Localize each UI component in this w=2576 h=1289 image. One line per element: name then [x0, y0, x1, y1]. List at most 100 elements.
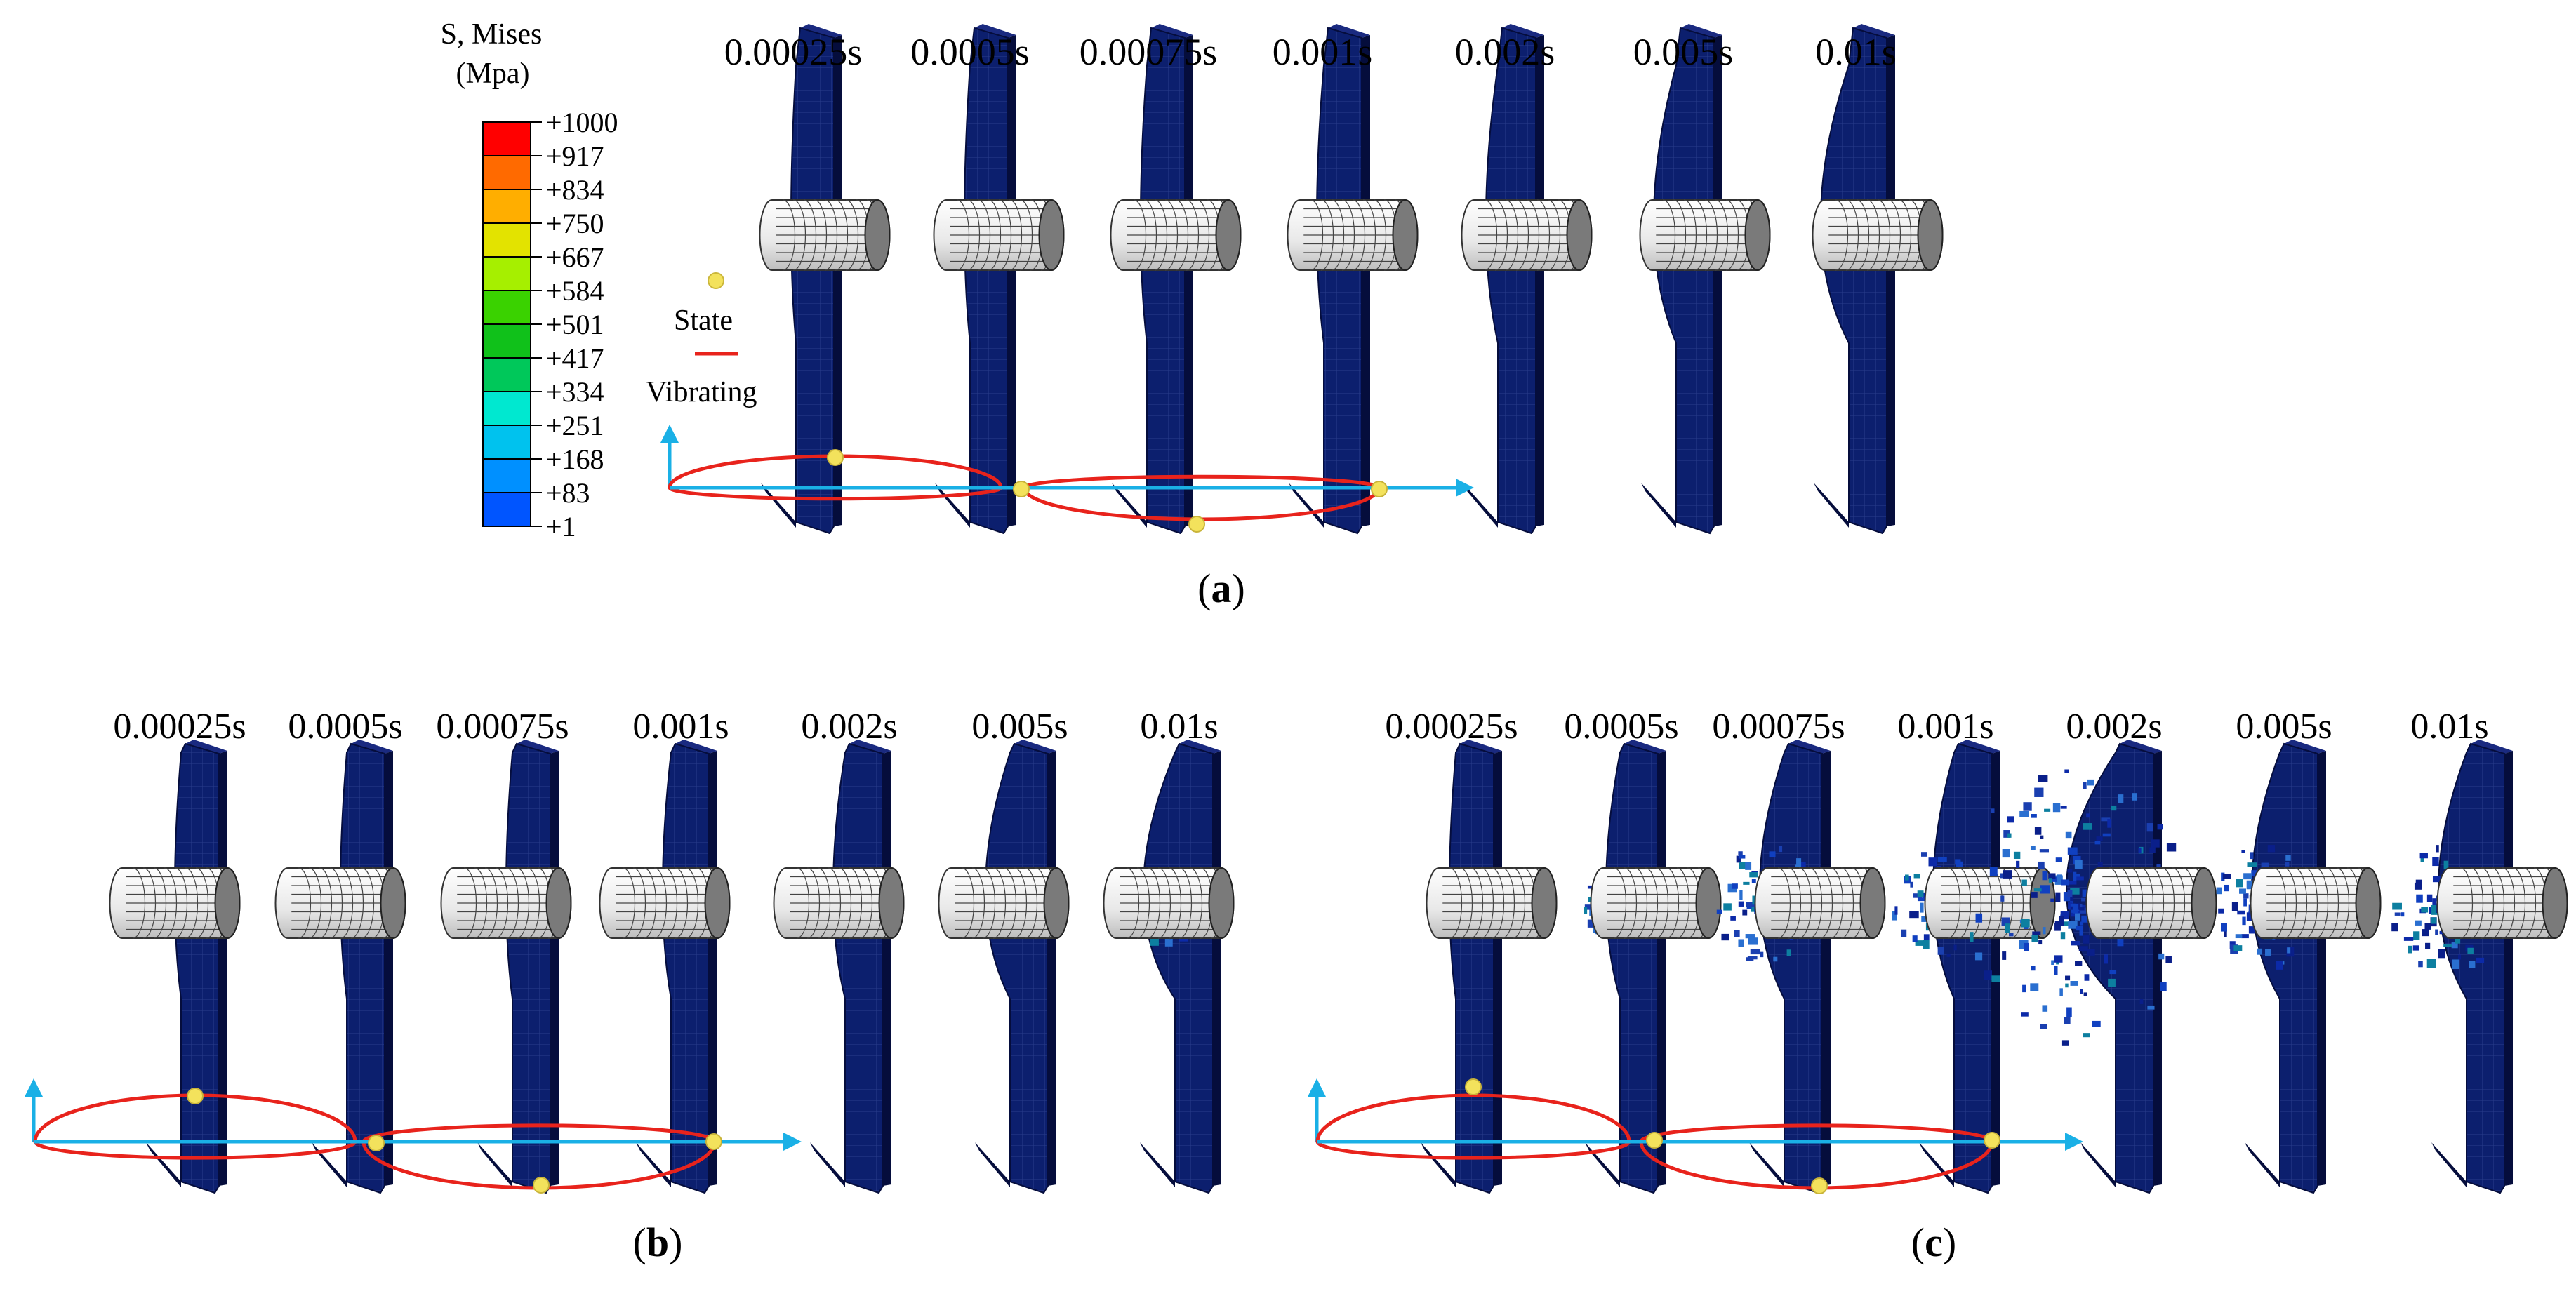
time-label: 0.005s [1633, 31, 1734, 73]
target-plate [1316, 27, 1362, 535]
debris-fragment [2068, 921, 2078, 929]
debris-fragment [2079, 907, 2085, 911]
mesh-ring [1019, 199, 1033, 271]
debris-fragment [2092, 1020, 2101, 1027]
debris-fragment [2111, 805, 2117, 811]
vibration-path-lower-left [668, 486, 1003, 501]
debris-fragment [2068, 881, 2077, 885]
debris-fragment [1892, 911, 1897, 921]
mesh-ring [350, 867, 364, 939]
debris-fragment [2432, 876, 2443, 883]
frame-5: 0.005s [2216, 707, 2382, 1194]
debris-fragment [1937, 947, 1944, 955]
debris-fragment [2013, 851, 2021, 859]
x-arrowhead-icon [2065, 1133, 2083, 1151]
projectile-face [2542, 867, 2568, 939]
mesh-ring [622, 867, 636, 939]
mesh-ring [1331, 199, 1345, 271]
projectile-face [1038, 199, 1065, 271]
plate-top [1624, 740, 1666, 754]
mesh-ring [988, 199, 1002, 271]
time-label: 0.01s [1140, 707, 1218, 747]
projectile-face [1531, 867, 1558, 939]
legend-level-label: +750 [546, 208, 604, 239]
debris-fragment [2107, 819, 2112, 828]
mesh-ring [1024, 867, 1038, 939]
plate-top [800, 24, 842, 38]
mesh-ring [1014, 867, 1028, 939]
mesh-ring [782, 199, 796, 271]
mesh-ring [956, 199, 970, 271]
mesh-ring [1196, 199, 1210, 271]
mesh-ring [1175, 199, 1189, 271]
time-label: 0.002s [1455, 31, 1555, 73]
time-label: 0.0005s [910, 31, 1030, 73]
debris-fragment [2044, 808, 2051, 812]
frame-6: 0.01s [1103, 707, 1235, 1194]
legend-level-label: +334 [546, 376, 604, 408]
debris-fragment [1742, 909, 1748, 916]
mesh-ring [664, 867, 678, 939]
target-plate [1605, 742, 1659, 1194]
caption-a-letter: a [1211, 566, 1232, 611]
debris-fragment [1150, 936, 1159, 946]
debris-fragment [2067, 869, 2073, 873]
debris-fragment [2083, 823, 2092, 830]
debris-fragment [2236, 879, 2243, 888]
mesh-ring [1624, 867, 1638, 939]
debris-fragment [2072, 904, 2079, 914]
debris-fragment [2421, 907, 2429, 913]
debris-fragment [2054, 955, 2063, 963]
frame-4: 0.002s [773, 707, 905, 1194]
plate-side [550, 751, 559, 1186]
projectile-face [1215, 199, 1242, 271]
frame-0: 0.00025s [724, 24, 891, 535]
debris-fragment [2476, 957, 2485, 963]
debris-fragment [2241, 934, 2249, 939]
vibrating-label: Vibrating [646, 376, 757, 408]
debris-fragment [1917, 890, 1924, 897]
plate-edge [1421, 1142, 1456, 1187]
mesh-ring [484, 867, 498, 939]
debris-fragment [2276, 961, 2283, 970]
mesh-ring [1526, 199, 1540, 271]
debris-fragment [2079, 930, 2083, 936]
debris-fragment [1920, 902, 1924, 913]
mesh-ring [164, 867, 178, 939]
debris-fragment [2443, 860, 2449, 870]
debris-fragment [1739, 890, 1743, 900]
debris-fragment [2082, 889, 2089, 897]
debris-fragment [1909, 911, 1919, 919]
state-dot-icon [1811, 1177, 1828, 1194]
time-label: 0.00025s [724, 31, 863, 73]
mesh-ring [132, 867, 146, 939]
state-dot-icon [1984, 1132, 2000, 1149]
legend-level-label: +83 [546, 477, 590, 509]
debris-fragment [1584, 904, 1591, 910]
debris-fragment [2068, 902, 2073, 910]
debris-fragment [2042, 1005, 2048, 1012]
debris-fragment [1749, 872, 1758, 878]
debris-fragment [1956, 861, 1963, 869]
debris-fragment [2239, 888, 2246, 894]
mesh-ring [977, 199, 991, 271]
legend-swatch [483, 425, 531, 459]
mesh-ring [340, 867, 354, 939]
mesh-ring [1009, 199, 1023, 271]
debris-fragment [2083, 1033, 2090, 1038]
plate-top [1853, 24, 1895, 38]
debris-fragment [2002, 849, 2010, 858]
x-arrowhead-icon [783, 1133, 802, 1151]
mesh-ring [643, 867, 657, 939]
debris-fragment [1751, 905, 1758, 912]
mesh-ring [1725, 199, 1739, 271]
plate-edge [810, 1142, 845, 1187]
debris-fragment [2075, 876, 2084, 881]
svg-text:(a): (a) [1197, 566, 1245, 611]
debris-fragment [1732, 883, 1738, 889]
plate-top [2471, 740, 2513, 754]
projectile-face [214, 867, 241, 939]
plate-edge [1463, 483, 1498, 528]
mesh-ring [796, 867, 810, 939]
